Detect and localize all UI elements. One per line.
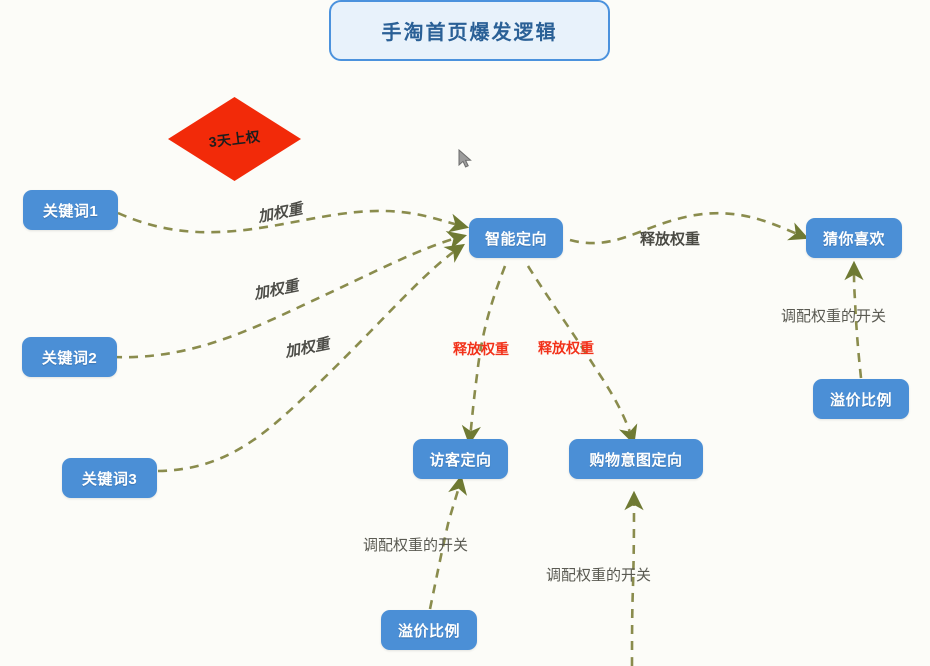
node-premium-ratio-right-label: 溢价比例 xyxy=(829,391,892,409)
node-shopping-intent-target-label: 购物意图定向 xyxy=(589,451,683,469)
edge-keyword3-to-smart xyxy=(157,243,466,473)
edge-smart-to-intent xyxy=(526,265,638,445)
node-keyword2[interactable]: 关键词2 xyxy=(22,337,117,377)
node-premium-ratio-bottom-label: 溢价比例 xyxy=(397,622,460,640)
node-shopping-intent-target[interactable]: 购物意图定向 xyxy=(569,439,703,479)
edge-premium-right-to-guess xyxy=(844,260,864,379)
node-premium-ratio-right[interactable]: 溢价比例 xyxy=(813,379,909,419)
node-guess-you-like-label: 猜你喜欢 xyxy=(822,230,885,248)
node-keyword1[interactable]: 关键词1 xyxy=(23,190,118,230)
three-day-weight-diamond: 3天上权 xyxy=(168,97,301,181)
node-smart-target[interactable]: 智能定向 xyxy=(469,218,563,258)
edge-offscreen-to-intent xyxy=(624,490,644,666)
page-title-text: 手淘首页爆发逻辑 xyxy=(381,22,558,44)
edge-label-release-weight-0: 释放权重 xyxy=(640,231,701,248)
node-smart-target-label: 智能定向 xyxy=(484,230,547,248)
edge-label-release-weight-2: 释放权重 xyxy=(538,340,594,356)
edge-label-switch-weight-right: 调配权重的开关 xyxy=(781,308,887,325)
node-premium-ratio-bottom[interactable]: 溢价比例 xyxy=(381,610,477,650)
edge-keyword2-to-smart xyxy=(112,230,468,359)
node-keyword1-label: 关键词1 xyxy=(42,202,99,220)
edge-premium-bottom-to-visitor xyxy=(428,474,468,610)
page-title: 手淘首页爆发逻辑 xyxy=(329,0,610,61)
node-visitor-target[interactable]: 访客定向 xyxy=(413,439,508,479)
node-guess-you-like[interactable]: 猜你喜欢 xyxy=(806,218,902,258)
node-keyword3-label: 关键词3 xyxy=(81,470,138,488)
node-keyword2-label: 关键词2 xyxy=(41,349,98,367)
edge-label-switch-weight-intent: 调配权重的开关 xyxy=(546,567,652,584)
node-keyword3[interactable]: 关键词3 xyxy=(62,458,157,498)
edge-label-release-weight-1: 释放权重 xyxy=(453,341,509,357)
edge-smart-to-guess xyxy=(569,211,809,245)
node-visitor-target-label: 访客定向 xyxy=(429,451,492,469)
edge-keyword1-to-smart xyxy=(117,209,470,234)
edge-label-switch-weight-visitor: 调配权重的开关 xyxy=(363,537,469,554)
